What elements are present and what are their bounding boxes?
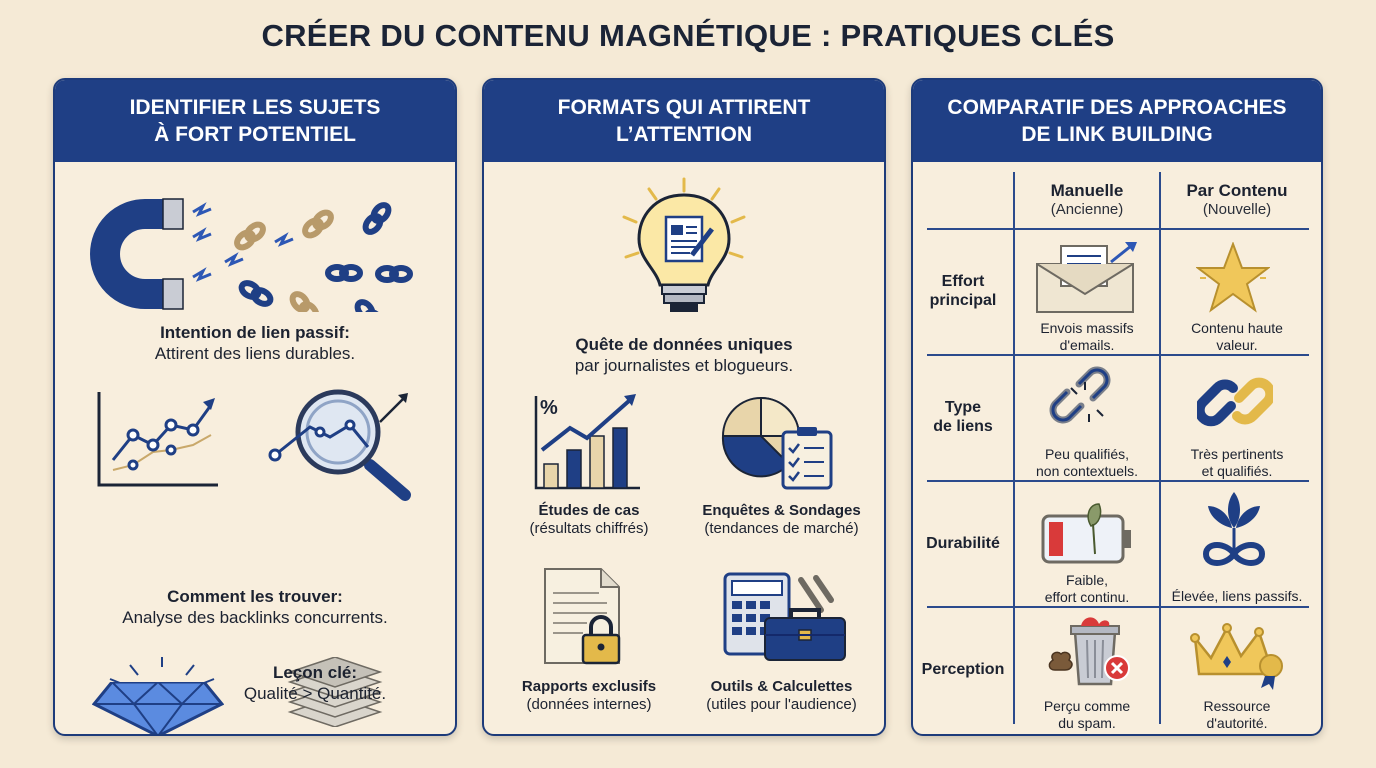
caption-text: Attirent des liens durables. (154, 344, 356, 363)
cell-text-line: Contenu haute (1191, 320, 1283, 336)
magnet-links-icon (90, 198, 413, 312)
panel-topics: IDENTIFIER LES SUJETS À FORT POTENTIEL (53, 78, 457, 736)
column-subtitle: (Nouvelle) (1202, 201, 1272, 218)
comparison-table: Manuelle (Ancienne) Par Contenu (Nouvell… (913, 162, 1321, 734)
key-lesson-caption: Leçon clé: Qualité > Quantité. (215, 662, 415, 704)
caption-text: Analyse des backlinks concurrents. (122, 608, 388, 627)
pie-clipboard-icon (721, 396, 833, 490)
row-label: Perception (913, 660, 1013, 679)
crown-icon (1190, 623, 1283, 690)
caption-text: par journalistes et blogueurs. (574, 356, 794, 375)
panel-header-line: IDENTIFIER LES SUJETS (129, 96, 381, 119)
caption-text: Qualité > Quantité. (243, 684, 387, 703)
manual-effort-text: Envois massifs d'emails. (1015, 320, 1159, 354)
spam-trash-icon (1048, 617, 1130, 686)
panel-header: COMPARATIF DES APPROACHES DE LINK BUILDI… (913, 80, 1321, 162)
cell-text-line: Élevée, liens passifs. (1171, 588, 1303, 604)
chain-link-icon (1197, 377, 1273, 427)
caption-title: Enquêtes & Sondages (702, 502, 861, 519)
column-subtitle: (Ancienne) (1050, 201, 1124, 218)
caption-title: Outils & Calculettes (710, 678, 853, 695)
bar-chart-icon: % (534, 394, 640, 490)
diamond-gem-icon (92, 682, 224, 734)
column-title: Manuelle (1050, 181, 1124, 200)
unique-data-caption: Quête de données uniques par journaliste… (484, 334, 884, 376)
row-label-line: Perception (921, 661, 1005, 678)
row-label-line: principal (929, 292, 997, 309)
cell-text-line: Très pertinents (1190, 446, 1284, 462)
content-effort-text: Contenu haute valeur. (1161, 320, 1313, 354)
cell-text-line: d'emails. (1059, 337, 1115, 353)
cell-text-line: non contextuels. (1036, 463, 1138, 479)
panel-header-line: À FORT POTENTIEL (154, 123, 356, 146)
surveys-caption: Enquêtes & Sondages (tendances de marché… (679, 502, 884, 538)
panel-formats: FORMATS QUI ATTIRENT L’ATTENTION Quête d… (482, 78, 886, 736)
caption-text: (tendances de marché) (704, 520, 859, 537)
cell-text-line: Perçu comme (1043, 698, 1131, 714)
manual-perception-text: Perçu comme du spam. (1015, 698, 1159, 732)
broken-link-icon (1049, 366, 1111, 424)
manual-durability-text: Faible, effort continu. (1015, 572, 1159, 606)
row-label: Type de liens (913, 398, 1013, 436)
tools-caption: Outils & Calculettes (utiles pour l'audi… (679, 678, 884, 714)
cell-text-line: du spam. (1058, 715, 1116, 731)
trend-chart-icon (97, 392, 218, 487)
lightbulb-icon (622, 177, 746, 312)
panel-header-line: COMPARATIF DES APPROACHES (947, 96, 1287, 119)
row-label-line: Effort (941, 273, 985, 290)
cell-text-line: d'autorité. (1206, 715, 1268, 731)
svg-text:%: % (540, 397, 558, 419)
caption-title: Quête de données uniques (575, 335, 793, 354)
exclusive-reports-caption: Rapports exclusifs (données internes) (494, 678, 684, 714)
cell-text-line: Faible, (1065, 572, 1109, 588)
caption-title: Rapports exclusifs (521, 678, 657, 695)
row-label: Effort principal (913, 272, 1013, 310)
column-title: Par Contenu (1186, 181, 1288, 200)
panel-header: FORMATS QUI ATTIRENT L’ATTENTION (484, 80, 884, 162)
column-header-content: Par Contenu (Nouvelle) (1161, 180, 1313, 218)
caption-title: Leçon clé: (272, 663, 358, 682)
case-study-caption: Études de cas (résultats chiffrés) (494, 502, 684, 538)
cell-text-line: effort continu. (1044, 589, 1130, 605)
caption-title: Intention de lien passif: (160, 323, 350, 342)
locked-document-icon (544, 568, 621, 665)
cell-text-line: et qualifiés. (1201, 463, 1273, 479)
infinity-plant-icon (1202, 492, 1266, 566)
caption-text: (utiles pour l'audience) (706, 696, 857, 713)
column-header-manual: Manuelle (Ancienne) (1015, 180, 1159, 218)
content-perception-text: Ressource d'autorité. (1161, 698, 1313, 732)
magnifier-icon (268, 389, 411, 501)
panel-header-line: FORMATS QUI ATTIRENT (557, 96, 811, 119)
row-label-line: de liens (933, 418, 993, 435)
panel-header: IDENTIFIER LES SUJETS À FORT POTENTIEL (55, 80, 455, 162)
content-durability-text: Élevée, liens passifs. (1161, 588, 1313, 605)
star-icon (1196, 242, 1270, 313)
caption-text: (données internes) (526, 696, 652, 713)
row-label-line: Type (944, 399, 982, 416)
row-label: Durabilité (913, 534, 1013, 553)
calculator-toolbox-icon (723, 572, 846, 661)
page-title: CRÉER DU CONTENU MAGNÉTIQUE : PRATIQUES … (261, 18, 1115, 53)
caption-title: Comment les trouver: (167, 587, 343, 606)
low-battery-icon (1041, 503, 1131, 564)
paper-stack-icon (287, 657, 383, 727)
panel-header-line: DE LINK BUILDING (1021, 123, 1213, 146)
caption-title: Études de cas (538, 502, 640, 519)
panel-comparison: COMPARATIF DES APPROACHES DE LINK BUILDI… (911, 78, 1323, 736)
caption-text: (résultats chiffrés) (529, 520, 649, 537)
content-type-text: Très pertinents et qualifiés. (1161, 446, 1313, 480)
find-them-caption: Comment les trouver: Analyse des backlin… (55, 586, 455, 628)
manual-type-text: Peu qualifiés, non contextuels. (1015, 446, 1159, 480)
mass-email-icon (1036, 242, 1137, 313)
cell-text-line: valeur. (1216, 337, 1258, 353)
cell-text-line: Envois massifs (1040, 320, 1134, 336)
passive-link-caption: Intention de lien passif: Attirent des l… (55, 322, 455, 364)
cell-text-line: Peu qualifiés, (1044, 446, 1130, 462)
cell-text-line: Ressource (1203, 698, 1271, 714)
row-label-line: Durabilité (926, 535, 1000, 552)
panel-header-line: L’ATTENTION (615, 123, 753, 146)
